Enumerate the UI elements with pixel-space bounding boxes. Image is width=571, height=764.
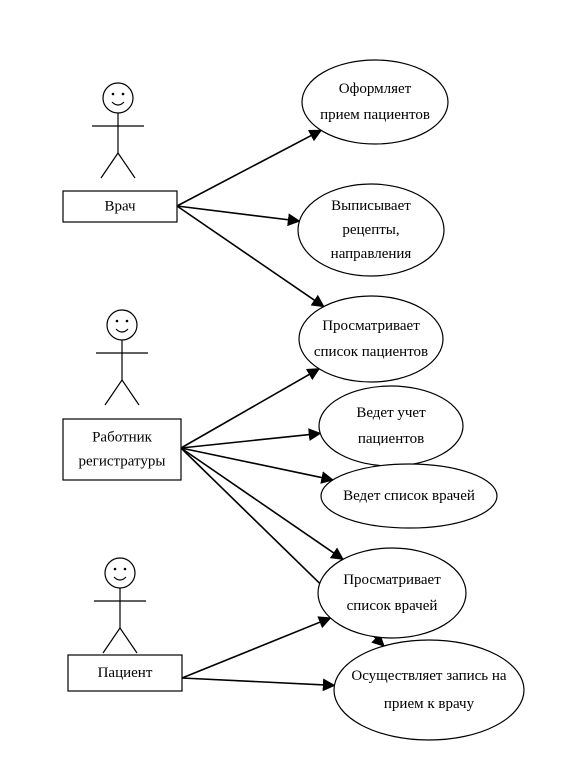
actor-smile: [113, 576, 127, 581]
use-case-uc5: Ведет список врачей: [320, 463, 498, 529]
actor-figure-doctor: [92, 82, 144, 179]
actor-head: [104, 557, 136, 589]
use-case-uc6: Просматривает список врачей: [317, 547, 467, 639]
actor-label: регистратуры: [79, 454, 166, 470]
actor-leg: [104, 379, 123, 406]
use-case-uc3: Просматривает список пациентов: [298, 295, 444, 383]
actor-head: [102, 82, 134, 114]
use-case-label: пациентов: [358, 431, 424, 447]
actor-figure-registrar: [96, 309, 148, 406]
association-arrow-registrar-uc6: [180, 447, 345, 561]
use-case-uc2: Выписывает рецепты, направления: [297, 183, 445, 277]
use-case-uc4: Ведет учет пациентов: [318, 385, 464, 467]
use-case-ellipse: [301, 59, 449, 145]
association-arrow-registrar-uc4: [180, 428, 322, 449]
use-case-ellipse: [317, 547, 467, 639]
association-arrow-registrar-uc3: [180, 368, 321, 449]
use-case-ellipse: [320, 463, 498, 529]
use-case-label: прием к врачу: [384, 696, 475, 712]
use-case-label: Оформляет: [339, 81, 412, 97]
actor-box-doctor: Врач: [62, 190, 178, 223]
use-case-label: Выписывает: [331, 198, 411, 214]
use-case-label: направления: [331, 246, 412, 262]
use-case-label: Ведет учет: [356, 405, 426, 421]
actor-eye: [115, 319, 119, 323]
actor-box-patient: Пациент: [67, 654, 183, 692]
actor-leg: [121, 379, 140, 406]
actor-box-border: [62, 190, 178, 223]
association-arrow-doctor-uc1: [176, 129, 323, 207]
use-case-ellipse: [333, 639, 525, 741]
actor-leg: [100, 152, 119, 179]
use-case-label: прием пациентов: [320, 107, 430, 123]
actor-label: Пациент: [98, 665, 153, 681]
actor-leg: [119, 627, 138, 654]
use-case-uc1: Оформляет прием пациентов: [301, 59, 449, 145]
use-case-ellipse: [318, 385, 464, 467]
use-case-label: список врачей: [347, 598, 438, 614]
use-case-label: Просматривает: [322, 318, 420, 334]
association-arrow-doctor-uc3: [176, 205, 325, 308]
use-case-ellipse: [298, 295, 444, 383]
use-case-label: Осуществляет запись на: [351, 668, 507, 684]
actor-leg: [102, 627, 121, 654]
actor-eye: [123, 567, 127, 571]
use-case-label: список пациентов: [314, 344, 428, 360]
actor-leg: [117, 152, 136, 179]
actor-smile: [115, 328, 129, 333]
use-case-label: Ведет список врачей: [343, 488, 475, 504]
association-arrow-patient-uc6: [181, 616, 332, 679]
actor-figure-patient: [94, 557, 146, 654]
use-case-ellipse: [297, 183, 445, 277]
actor-head: [106, 309, 138, 341]
actor-eye: [125, 319, 129, 323]
use-case-label: рецепты,: [342, 222, 399, 238]
actor-box-registrar: Работник регистратуры: [62, 418, 182, 481]
use-case-uc7: Осуществляет запись на прием к врачу: [333, 639, 525, 741]
use-case-label: Просматривает: [343, 572, 441, 588]
actor-box-border: [67, 654, 183, 692]
actor-label: Работник: [92, 430, 153, 446]
actor-label: Врач: [104, 199, 136, 215]
actor-smile: [111, 101, 125, 106]
actor-eye: [111, 92, 115, 96]
actor-eye: [113, 567, 117, 571]
actor-box-border: [62, 418, 182, 481]
association-arrow-patient-uc7: [181, 677, 336, 692]
association-arrow-registrar-uc5: [180, 447, 335, 484]
association-arrow-doctor-uc2: [176, 205, 301, 227]
actor-eye: [121, 92, 125, 96]
